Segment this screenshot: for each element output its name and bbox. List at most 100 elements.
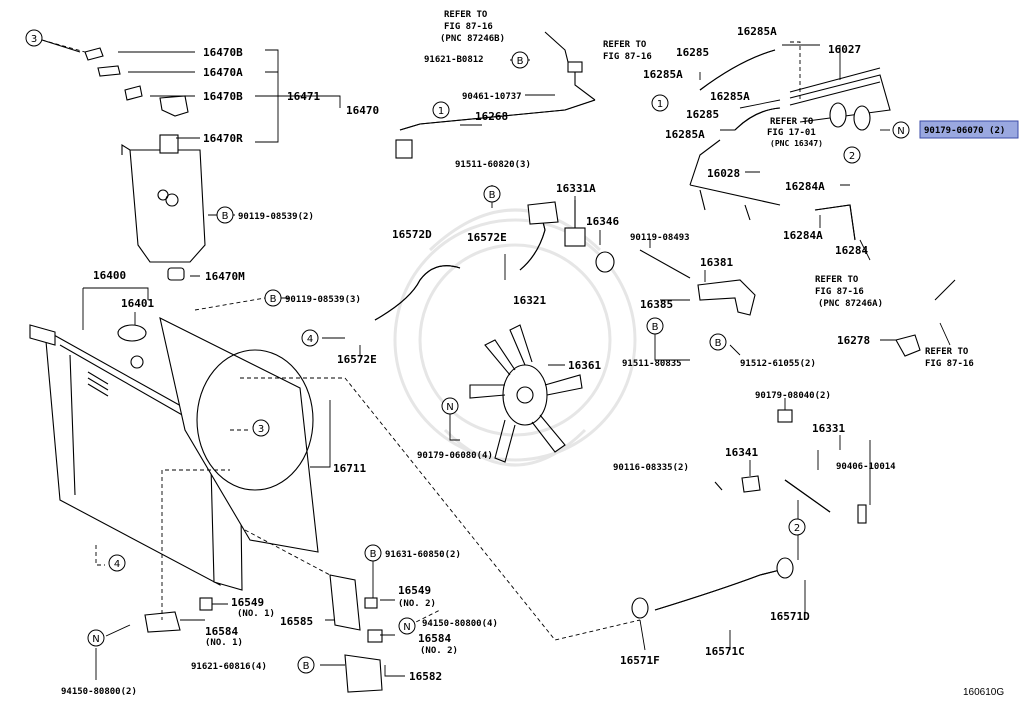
part-label-16572e[interactable]: 16572E (467, 231, 507, 244)
part-label-16470a[interactable]: 16470A (203, 66, 243, 79)
svg-text:4: 4 (114, 559, 120, 570)
part-label-91621-b0812[interactable]: 91621-B0812 (424, 55, 484, 65)
marker-n-1: N (892, 121, 910, 139)
part-label-16385[interactable]: 16385 (640, 298, 673, 311)
refer-note-3: REFER TO FIG 17-01 (PNC 16347) (767, 117, 823, 148)
part-label-90116-08335[interactable]: 90116-08335(2) (613, 463, 689, 473)
part-label-16285[interactable]: 16285 (676, 46, 709, 59)
part-label-16470[interactable]: 16470 (346, 104, 379, 117)
part-label-16028[interactable]: 16028 (707, 167, 740, 180)
svg-text:B: B (222, 211, 229, 222)
marker-n-4: N (87, 629, 105, 647)
part-label-16584-no1[interactable]: 16584 (205, 625, 238, 638)
part-label-90179-08040[interactable]: 90179-08040(2) (755, 391, 831, 401)
part-label-90179-06070-highlighted[interactable]: 90179-06070 (2) (924, 126, 1005, 136)
part-label-16285a-2[interactable]: 16285A (643, 68, 683, 81)
part-label-16268[interactable]: 16268 (475, 110, 508, 123)
svg-text:FIG 17-01: FIG 17-01 (767, 128, 816, 138)
svg-text:3: 3 (258, 424, 264, 435)
part-label-91511-60820[interactable]: 91511-60820(3) (455, 160, 531, 170)
part-label-94150-80800-2[interactable]: 94150-80800(2) (61, 687, 137, 697)
part-label-16470b[interactable]: 16470B (203, 46, 243, 59)
svg-text:1: 1 (438, 106, 444, 117)
part-label-16341[interactable]: 16341 (725, 446, 758, 459)
part-label-16401[interactable]: 16401 (121, 297, 154, 310)
part-label-16549-no2[interactable]: 16549 (398, 584, 431, 597)
marker-b-1: B (511, 51, 529, 69)
part-label-91512-61055[interactable]: 91512-61055(2) (740, 359, 816, 369)
svg-text:2: 2 (794, 523, 800, 534)
part-label-16285a-4[interactable]: 16285A (665, 128, 705, 141)
part-label-90406-10014[interactable]: 90406-10014 (836, 462, 896, 472)
svg-text:B: B (489, 190, 496, 201)
marker-b-5: B (646, 317, 664, 335)
svg-text:N: N (403, 622, 410, 633)
part-label-16381[interactable]: 16381 (700, 256, 733, 269)
marker-b-3: B (264, 289, 282, 307)
svg-text:REFER TO: REFER TO (444, 10, 488, 20)
part-label-16572d[interactable]: 16572D (392, 228, 432, 241)
svg-text:B: B (715, 338, 722, 349)
svg-text:REFER TO: REFER TO (770, 117, 814, 127)
part-label-90179-06080[interactable]: 90179-06080(4) (417, 451, 493, 461)
part-label-16470r[interactable]: 16470R (203, 132, 243, 145)
diagram-id: 160610G (963, 687, 1004, 698)
part-label-16571f[interactable]: 16571F (620, 654, 660, 667)
part-label-16584-no2[interactable]: 16584 (418, 632, 451, 645)
marker-1: 1 (432, 101, 450, 119)
part-label-16582[interactable]: 16582 (409, 670, 442, 683)
part-label-16400[interactable]: 16400 (93, 269, 126, 282)
part-label-16361[interactable]: 16361 (568, 359, 601, 372)
marker-4b: 4 (108, 554, 126, 572)
marker-1b: 1 (651, 94, 669, 112)
part-label-90119-08539-3[interactable]: 90119-08539(3) (285, 295, 361, 305)
marker-3: 3 (25, 29, 43, 47)
refer-note-5: REFER TO FIG 87-16 (925, 347, 974, 369)
svg-text:N: N (897, 126, 904, 137)
part-label-16571c[interactable]: 16571C (705, 645, 745, 658)
marker-b-4: B (483, 185, 501, 203)
part-label-91631-60850[interactable]: 91631-60850(2) (385, 550, 461, 560)
part-label-16549-no1[interactable]: 16549 (231, 596, 264, 609)
part-label-16585[interactable]: 16585 (280, 615, 313, 628)
svg-text:2: 2 (849, 151, 855, 162)
part-label-16572e-2[interactable]: 16572E (337, 353, 377, 366)
part-label-16549-no1-sub: (NO. 1) (237, 609, 275, 619)
svg-text:REFER TO: REFER TO (603, 40, 647, 50)
part-label-16584-no1-sub: (NO. 1) (205, 638, 243, 648)
part-label-16471[interactable]: 16471 (287, 90, 320, 103)
svg-text:(PNC 87246A): (PNC 87246A) (818, 299, 883, 309)
part-label-91621-60816[interactable]: 91621-60816(4) (191, 662, 267, 672)
part-label-16285-2[interactable]: 16285 (686, 108, 719, 121)
part-label-16285a-3[interactable]: 16285A (710, 90, 750, 103)
part-labels[interactable]: 16470B 16470A 16470B 16471 16470 16470R … (61, 25, 1019, 697)
refer-note-4: REFER TO FIG 87-16 (PNC 87246A) (815, 275, 883, 309)
svg-text:B: B (303, 661, 310, 672)
svg-text:(PNC 16347): (PNC 16347) (770, 139, 823, 148)
part-label-16285a[interactable]: 16285A (737, 25, 777, 38)
part-label-16284a-2[interactable]: 16284A (783, 229, 823, 242)
part-label-16571d[interactable]: 16571D (770, 610, 810, 623)
part-label-90119-08539-2[interactable]: 90119-08539(2) (238, 212, 314, 222)
part-label-16278[interactable]: 16278 (837, 334, 870, 347)
reservoir-group (41, 39, 206, 281)
part-label-16027[interactable]: 16027 (828, 43, 861, 56)
svg-text:N: N (446, 402, 453, 413)
part-label-16331a[interactable]: 16331A (556, 182, 596, 195)
svg-text:REFER TO: REFER TO (925, 347, 969, 357)
part-label-90119-08493[interactable]: 90119-08493 (630, 233, 690, 243)
svg-text:FIG 87-16: FIG 87-16 (603, 52, 652, 62)
part-label-16346[interactable]: 16346 (586, 215, 619, 228)
part-label-91511-80835[interactable]: 91511-80835 (622, 359, 682, 369)
part-label-16284[interactable]: 16284 (835, 244, 868, 257)
part-label-16470b-2[interactable]: 16470B (203, 90, 243, 103)
part-label-16284a[interactable]: 16284A (785, 180, 825, 193)
part-label-16711[interactable]: 16711 (333, 462, 366, 475)
part-label-94150-80800-4[interactable]: 94150-80800(4) (422, 619, 498, 629)
part-label-16470m[interactable]: 16470M (205, 270, 245, 283)
part-label-16321[interactable]: 16321 (513, 294, 546, 307)
part-label-16331[interactable]: 16331 (812, 422, 845, 435)
part-label-90461-10737[interactable]: 90461-10737 (462, 92, 522, 102)
